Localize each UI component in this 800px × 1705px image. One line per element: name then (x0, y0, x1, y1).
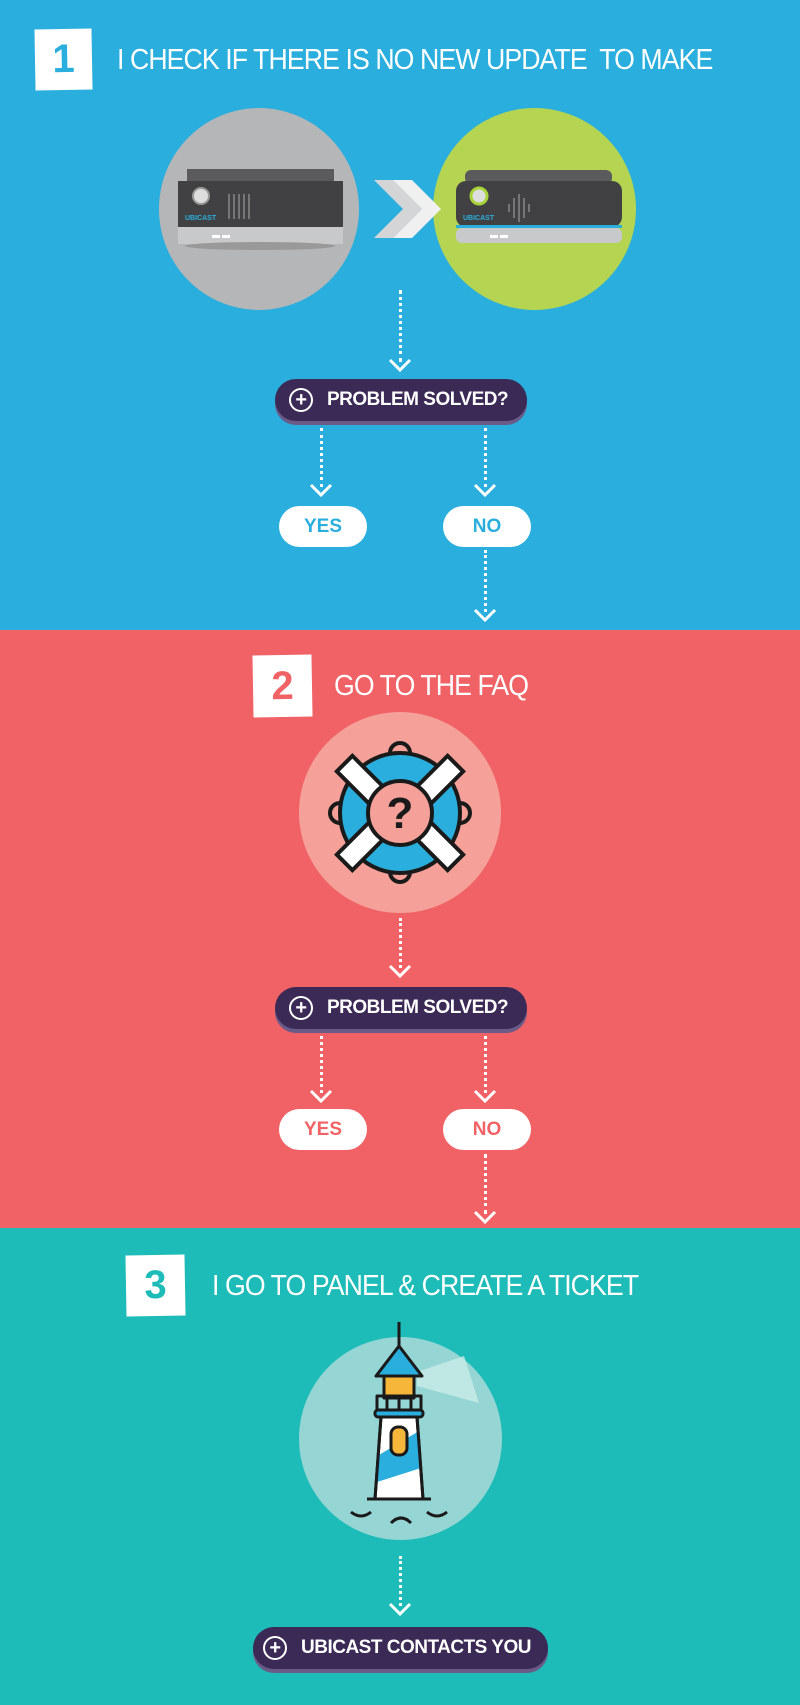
problem-solved-question: + PROBLEM SOLVED? (275, 987, 527, 1029)
device-update-icon: UBICAST UBICAST (178, 169, 622, 250)
step-2-section: 2 GO TO THE FAQ ? + PROBLEM SOLVED? YES N… (0, 630, 800, 1228)
yes-button[interactable]: YES (279, 1109, 367, 1150)
plus-icon: + (263, 1636, 287, 1660)
flow-arrow (388, 918, 412, 978)
no-button[interactable]: NO (443, 506, 531, 547)
plus-icon: + (289, 996, 313, 1020)
step-number: 1 (34, 28, 93, 91)
flow-arrow (388, 1556, 412, 1616)
svg-text:?: ? (387, 789, 414, 838)
question-label: PROBLEM SOLVED? (327, 997, 509, 1018)
flow-arrow (388, 290, 412, 372)
step-title: GO TO THE FAQ (334, 670, 529, 702)
problem-solved-question: + PROBLEM SOLVED? (275, 379, 527, 421)
plus-icon: + (289, 388, 313, 412)
flow-arrow (473, 1036, 497, 1103)
step-3-section: 3 I GO TO PANEL & CREATE A TICKET + UBICA… (0, 1228, 800, 1705)
flow-arrow (473, 428, 497, 497)
result-label: UBICAST CONTACTS YOU (301, 1637, 531, 1658)
lifebuoy-question-icon: ? (328, 741, 472, 884)
lighthouse-icon (350, 1322, 479, 1525)
flow-arrow (309, 428, 333, 497)
step-title: I GO TO PANEL & CREATE A TICKET (212, 1270, 639, 1302)
device-brand: UBICAST (185, 215, 217, 222)
flow-arrow (473, 550, 497, 622)
svg-text:UBICAST: UBICAST (463, 215, 495, 222)
yes-button[interactable]: YES (279, 506, 367, 547)
step-number: 2 (252, 654, 313, 718)
step-title: I CHECK IF THERE IS NO NEW UPDATE TO MAK… (117, 44, 713, 76)
no-button[interactable]: NO (443, 1109, 531, 1150)
step-number: 3 (125, 1254, 186, 1317)
ubicast-contacts-you-result: + UBICAST CONTACTS YOU (253, 1627, 548, 1669)
flow-arrow (473, 1154, 497, 1224)
flow-arrow (309, 1036, 333, 1103)
step-1-section: 1 I CHECK IF THERE IS NO NEW UPDATE TO M… (0, 0, 800, 630)
question-label: PROBLEM SOLVED? (327, 389, 509, 410)
